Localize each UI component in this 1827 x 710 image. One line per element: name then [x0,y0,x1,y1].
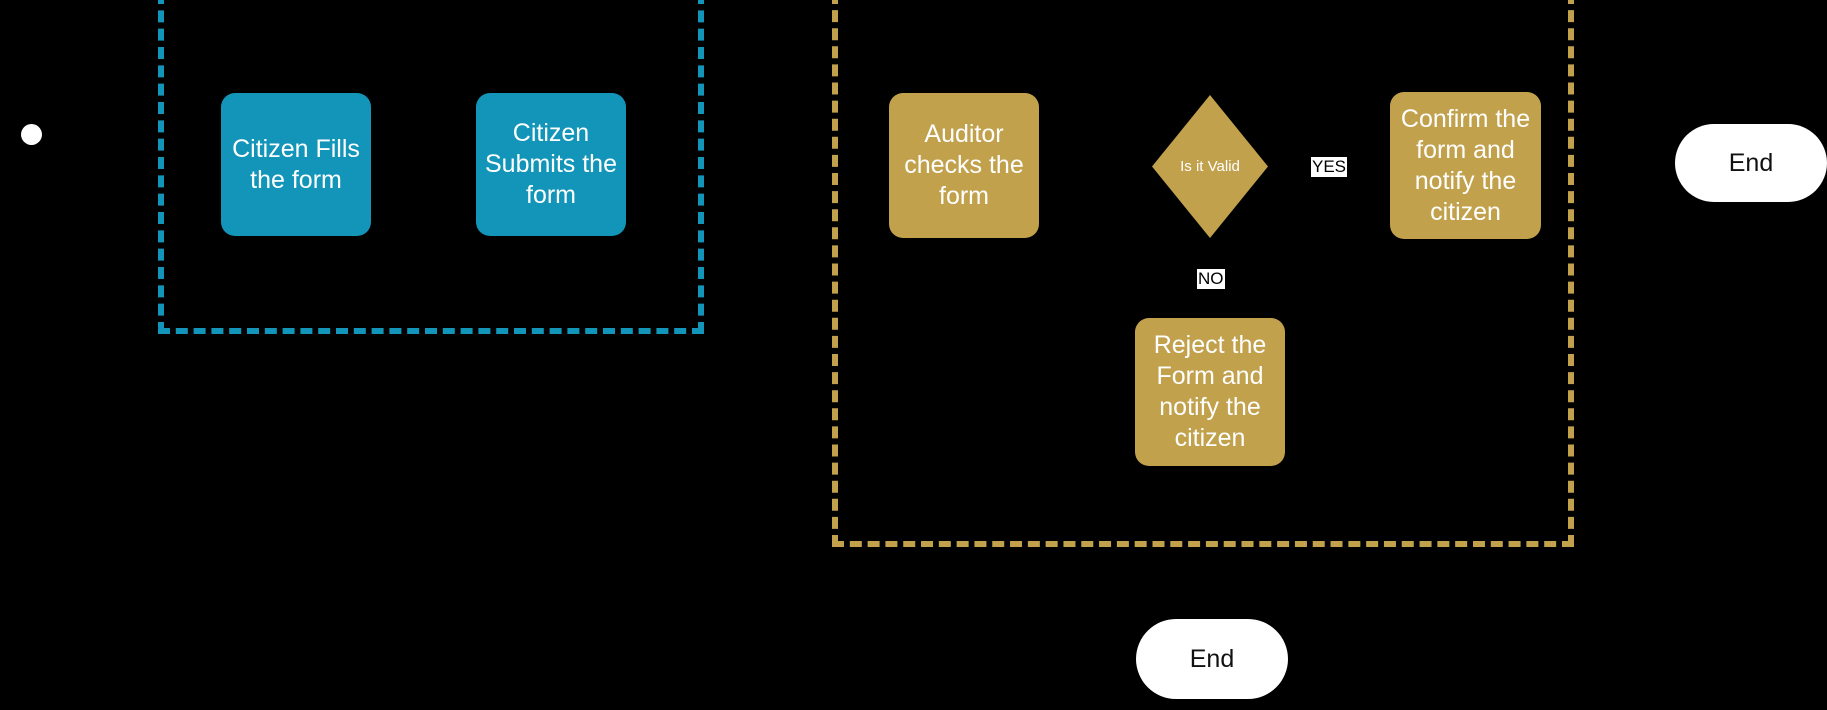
decision-label: Is it Valid [1180,158,1240,175]
start-node[interactable] [21,124,42,145]
citizen-group-container [158,0,704,334]
node-citizen-fills-the-form[interactable]: Citizen Fills the form [221,93,371,236]
node-citizen-submits-the-form[interactable]: Citizen Submits the form [476,93,626,236]
node-auditor-checks-the-form[interactable]: Auditor checks the form [889,93,1039,238]
decision-is-it-valid[interactable]: Is it Valid [1152,95,1268,238]
auditor-group-container [832,0,1574,547]
edge-label-no: NO [1197,269,1225,289]
node-reject-form-and-notify-citizen[interactable]: Reject the Form and notify the citizen [1135,318,1285,466]
node-confirm-form-and-notify-citizen[interactable]: Confirm the form and notify the citizen [1390,92,1541,239]
end-node-right[interactable]: End [1675,124,1827,202]
end-node-bottom[interactable]: End [1136,619,1288,699]
edge-label-yes: YES [1311,157,1348,177]
